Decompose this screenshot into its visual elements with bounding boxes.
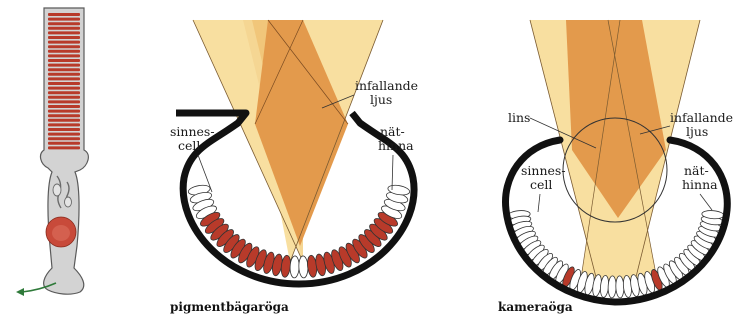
- membrane-disc: [48, 22, 80, 25]
- receptor-cell: [298, 256, 308, 278]
- membrane-disc: [48, 146, 80, 149]
- membrane-disc: [48, 128, 80, 131]
- membrane-disc: [48, 123, 80, 126]
- membrane-disc: [48, 100, 80, 103]
- membrane-disc: [48, 142, 80, 145]
- membrane-disc: [48, 50, 80, 53]
- membrane-disc: [48, 18, 80, 21]
- retina-label-cam-2: hinna: [682, 177, 718, 192]
- membrane-disc: [48, 119, 80, 122]
- membrane-disc: [48, 110, 80, 113]
- camera-eye: [505, 20, 727, 302]
- membrane-disc: [48, 59, 80, 62]
- incoming-light-label-cam-2: ljus: [686, 124, 708, 139]
- svg-text:cell: cell: [178, 138, 200, 153]
- membrane-disc: [48, 54, 80, 57]
- photoreceptor-cell-icon: [41, 8, 89, 294]
- membrane-disc: [48, 45, 80, 48]
- receptor-cell: [616, 276, 625, 298]
- svg-text:hinna: hinna: [378, 138, 414, 153]
- sensory-cell-label-cam-1: sinnes-: [521, 163, 566, 178]
- membrane-disc: [48, 68, 80, 71]
- lens-label: lins: [508, 110, 530, 125]
- svg-text:sinnes-: sinnes-: [521, 163, 566, 178]
- sensory-cell-label-cup-2: cell: [178, 138, 200, 153]
- membrane-disc: [48, 105, 80, 108]
- svg-text:infallande: infallande: [355, 78, 418, 93]
- incoming-light-label-cam-1: infallande: [670, 110, 733, 125]
- membrane-disc: [48, 96, 80, 99]
- receptor-cell: [608, 276, 617, 298]
- retina-label-cup-2: hinna: [378, 138, 414, 153]
- incoming-light-label-cup-1: infallande: [355, 78, 418, 93]
- cup-eye-caption: pigmentbägaröga: [170, 300, 289, 314]
- membrane-disc: [48, 87, 80, 90]
- retina-label-cup-1: nät-: [380, 124, 405, 139]
- svg-text:nät-: nät-: [684, 163, 709, 178]
- membrane-disc: [48, 77, 80, 80]
- membrane-disc: [48, 41, 80, 44]
- camera-eye-caption: kameraöga: [498, 300, 573, 314]
- svg-text:hinna: hinna: [682, 177, 718, 192]
- membrane-disc: [48, 82, 80, 85]
- membrane-disc: [48, 91, 80, 94]
- incoming-light-label-cup-2: ljus: [370, 92, 392, 107]
- svg-text:nät-: nät-: [380, 124, 405, 139]
- membrane-disc: [48, 114, 80, 117]
- membrane-disc: [48, 64, 80, 67]
- svg-text:infallande: infallande: [670, 110, 733, 125]
- membrane-disc: [48, 36, 80, 39]
- svg-text:cell: cell: [530, 177, 552, 192]
- retina-label-cam-1: nät-: [684, 163, 709, 178]
- membrane-disc: [48, 137, 80, 140]
- sensory-cell-label-cam-2: cell: [530, 177, 552, 192]
- membrane-disc: [48, 27, 80, 30]
- sensory-cell-label-cup-1: sinnes-: [170, 124, 215, 139]
- membrane-disc: [48, 133, 80, 136]
- membrane-disc: [48, 13, 80, 16]
- svg-text:ljus: ljus: [686, 124, 708, 139]
- svg-text:ljus: ljus: [370, 92, 392, 107]
- membrane-disc: [48, 31, 80, 34]
- membrane-disc: [48, 73, 80, 76]
- svg-text:sinnes-: sinnes-: [170, 124, 215, 139]
